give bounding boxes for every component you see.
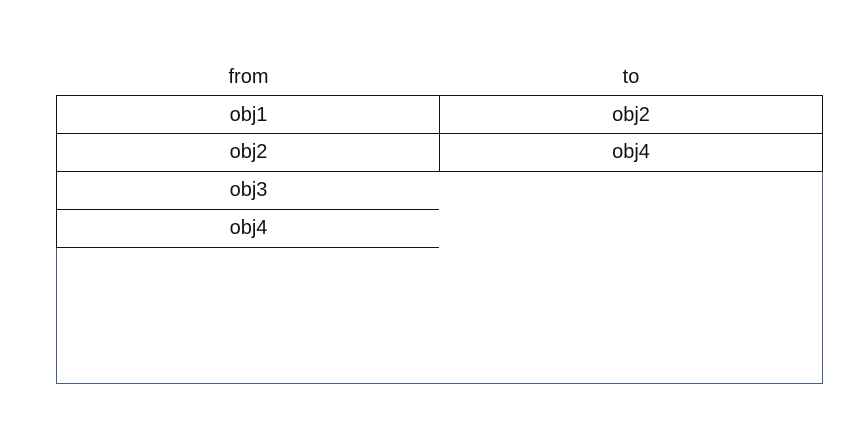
to-list-item[interactable]: obj2 <box>439 95 823 134</box>
from-column-header: from <box>228 66 269 88</box>
to-list-panel[interactable]: obj2 obj4 <box>439 95 823 384</box>
from-list-item[interactable]: obj4 <box>56 210 441 248</box>
from-list-item[interactable]: obj2 <box>56 134 441 172</box>
from-list-item[interactable]: obj3 <box>56 172 441 210</box>
to-column-header: to <box>622 66 640 88</box>
from-list-item[interactable]: obj1 <box>56 95 441 134</box>
to-list-item[interactable]: obj4 <box>439 134 823 172</box>
from-list-panel[interactable]: obj1 obj2 obj3 obj4 <box>56 95 441 384</box>
